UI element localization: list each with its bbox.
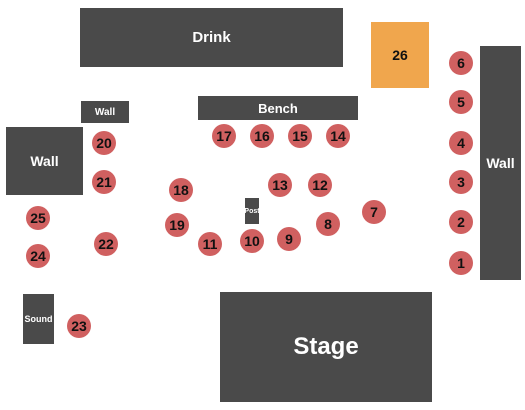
seat-15-label: 15	[292, 128, 308, 144]
seat-1[interactable]: 1	[449, 251, 473, 275]
wall-small-label: Wall	[94, 106, 116, 118]
seat-19-label: 19	[169, 217, 185, 233]
seat-2[interactable]: 2	[449, 210, 473, 234]
seat-24[interactable]: 24	[26, 244, 50, 268]
wall-left-label: Wall	[30, 153, 59, 169]
seat-22-label: 22	[98, 236, 114, 252]
seat-8-label: 8	[324, 216, 332, 232]
seat-9-label: 9	[285, 231, 293, 247]
seat-3[interactable]: 3	[449, 170, 473, 194]
sound-booth: Sound	[23, 294, 54, 344]
seat-7[interactable]: 7	[362, 200, 386, 224]
wall-left: Wall	[6, 127, 83, 195]
wall-right: Wall	[480, 46, 521, 280]
post-label: Post	[244, 207, 260, 215]
bench-label: Bench	[258, 100, 298, 116]
seat-23-label: 23	[71, 318, 87, 334]
seat-22[interactable]: 22	[94, 232, 118, 256]
seat-13[interactable]: 13	[268, 173, 292, 197]
seat-14-label: 14	[330, 128, 346, 144]
seat-20[interactable]: 20	[92, 131, 116, 155]
seat-26[interactable]: 26	[371, 22, 429, 88]
seat-1-label: 1	[457, 255, 465, 271]
seat-9[interactable]: 9	[277, 227, 301, 251]
seat-24-label: 24	[30, 248, 46, 264]
seat-5[interactable]: 5	[449, 90, 473, 114]
seat-2-label: 2	[457, 214, 465, 230]
seat-4-label: 4	[457, 135, 465, 151]
seat-21[interactable]: 21	[92, 170, 116, 194]
drink-label: Drink	[192, 29, 231, 46]
wall-right-label: Wall	[486, 155, 515, 171]
seat-13-label: 13	[272, 177, 288, 193]
wall-small: Wall	[81, 101, 129, 123]
seat-11[interactable]: 11	[198, 232, 222, 256]
seat-3-label: 3	[457, 174, 465, 190]
stage-label: Stage	[293, 333, 359, 360]
seat-17-label: 17	[216, 128, 232, 144]
seat-7-label: 7	[370, 204, 378, 220]
seat-18-label: 18	[173, 182, 189, 198]
seat-15[interactable]: 15	[288, 124, 312, 148]
drink-area: Drink	[80, 8, 343, 67]
seat-6[interactable]: 6	[449, 51, 473, 75]
seat-23[interactable]: 23	[67, 314, 91, 338]
seat-4[interactable]: 4	[449, 131, 473, 155]
seat-17[interactable]: 17	[212, 124, 236, 148]
seat-18[interactable]: 18	[169, 178, 193, 202]
seat-16[interactable]: 16	[250, 124, 274, 148]
stage: Stage	[220, 292, 432, 402]
seat-25-label: 25	[30, 210, 46, 226]
seat-14[interactable]: 14	[326, 124, 350, 148]
seat-6-label: 6	[457, 55, 465, 71]
seat-25[interactable]: 25	[26, 206, 50, 230]
bench-area: Bench	[198, 96, 358, 120]
seat-26-label: 26	[392, 47, 408, 63]
post: Post	[244, 198, 260, 224]
seat-5-label: 5	[457, 94, 465, 110]
seat-12-label: 12	[312, 177, 328, 193]
seat-10-label: 10	[244, 233, 260, 249]
seat-21-label: 21	[96, 174, 112, 190]
seat-16-label: 16	[254, 128, 270, 144]
seat-19[interactable]: 19	[165, 213, 189, 237]
seat-12[interactable]: 12	[308, 173, 332, 197]
seat-10[interactable]: 10	[240, 229, 264, 253]
sound-label: Sound	[24, 314, 53, 324]
seat-8[interactable]: 8	[316, 212, 340, 236]
seat-11-label: 11	[202, 236, 218, 252]
seat-20-label: 20	[96, 135, 112, 151]
